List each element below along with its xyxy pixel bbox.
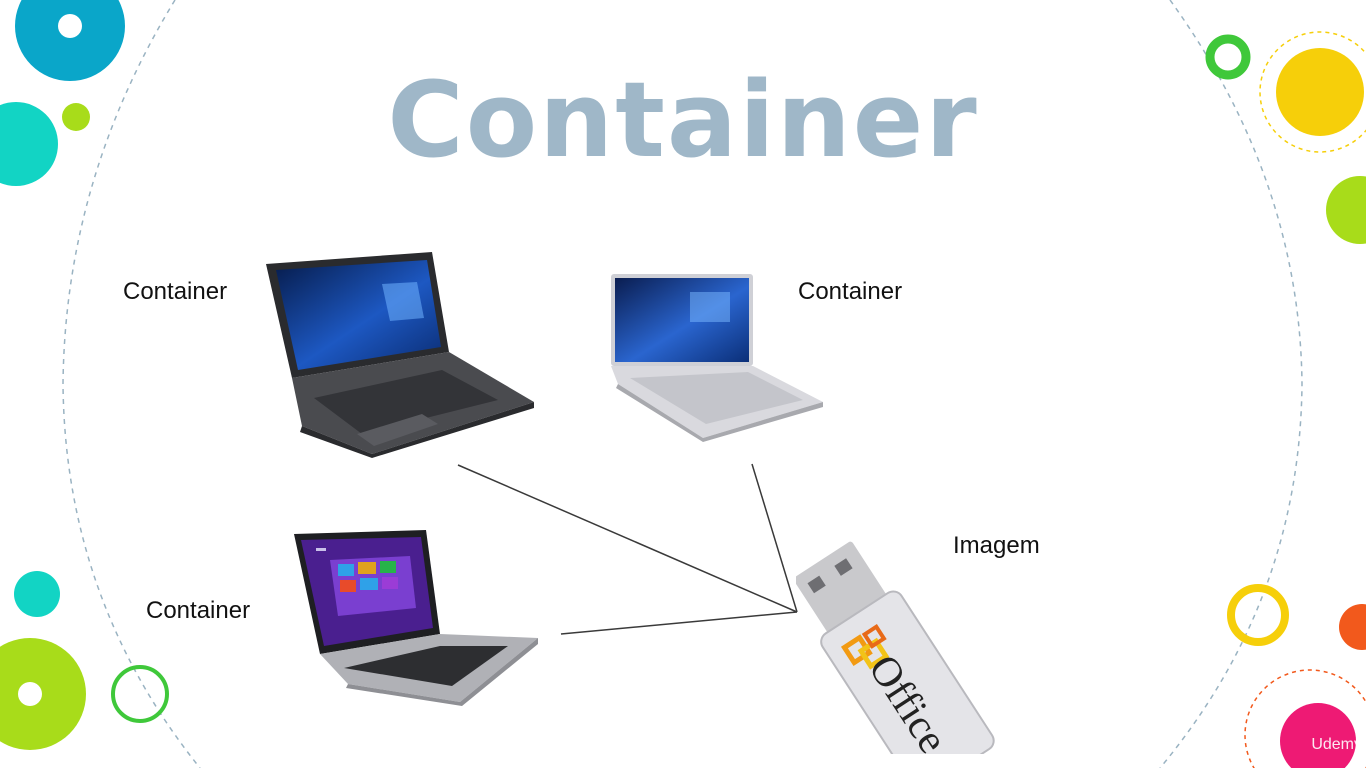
connector-top-left — [457, 464, 798, 613]
label-container-top-left: Container — [123, 278, 228, 305]
connector-top-right — [751, 463, 798, 613]
label-container-top-right: Container — [798, 278, 903, 305]
decor-pink-circle — [1280, 703, 1356, 768]
decor-teal-dot — [14, 571, 60, 617]
dell-laptop-icon — [266, 252, 534, 458]
slide-title: Container — [387, 59, 979, 181]
decor-lime-dot — [62, 103, 90, 131]
label-container-bottom-left: Container — [146, 597, 251, 624]
decor-blue-circle — [15, 0, 125, 81]
decor-yellow-circle — [1276, 48, 1364, 136]
usb-drive-icon: Office — [796, 541, 995, 754]
decor-lime-circle — [0, 638, 86, 750]
label-imagem: Imagem — [953, 532, 1040, 559]
silver-laptop-icon — [611, 274, 823, 442]
hp-laptop-icon — [294, 530, 538, 706]
connector-bottom-left — [560, 611, 798, 635]
decor-orange-dot — [1339, 604, 1366, 650]
decor-yellow-ring — [1227, 584, 1289, 646]
udemy-logo-icon: Udemy — [1311, 736, 1362, 753]
decor-teal-circle — [0, 102, 58, 186]
decor-lime-half — [1326, 176, 1366, 244]
decor-green-ring — [111, 665, 169, 723]
decor-green-ring-top — [1205, 34, 1251, 80]
